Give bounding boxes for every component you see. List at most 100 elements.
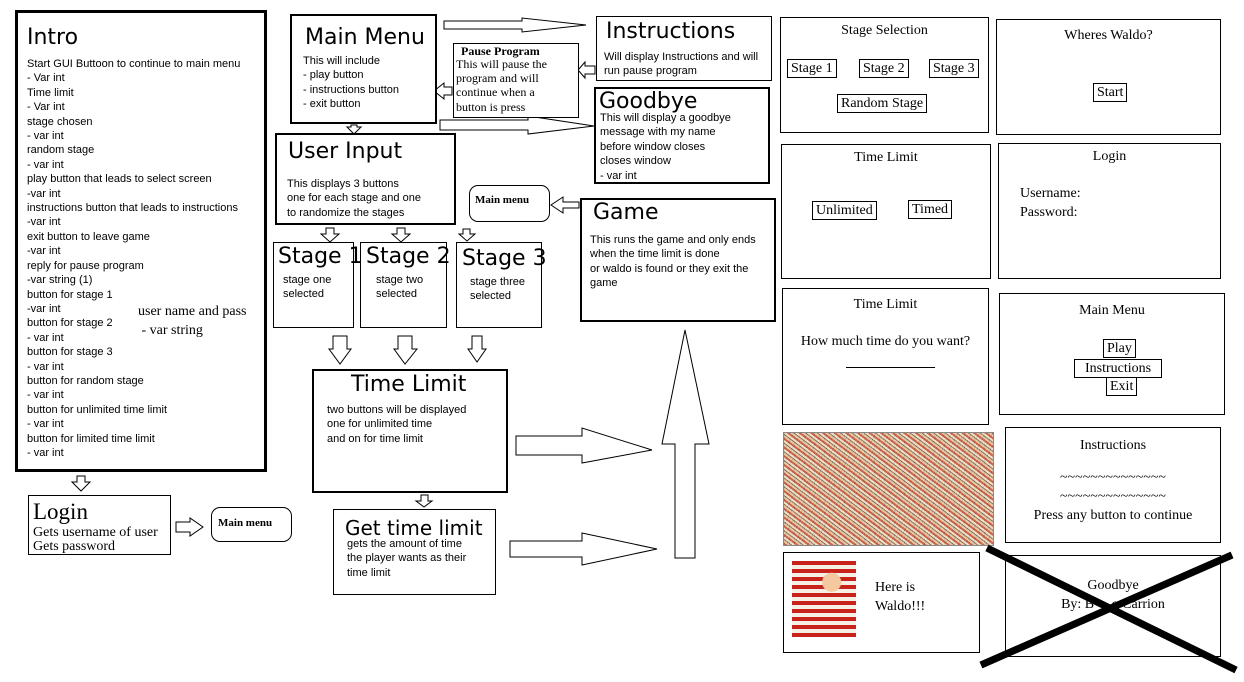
arrow-input-to-stage2 [390,227,412,243]
stage-2-body: stage two selected [376,274,424,301]
mock-unlimited-button[interactable]: Unlimited [812,201,877,220]
mock-timed-button[interactable]: Timed [908,200,953,219]
mock-start-button[interactable]: Start [1093,83,1128,102]
login-next-label: Main menu [218,517,273,529]
mock-title-screen: Wheres Waldo? Start [996,19,1221,135]
time-limit-title: Time Limit [351,372,467,397]
stage-1-title: Stage 1 [278,244,363,269]
stage-3-title: Stage 3 [462,246,547,271]
mock-found-waldo: Here is Waldo!!! [783,552,980,653]
game-menu-bubble-label: Main menu [475,194,530,206]
login-body: Gets username of user Gets password [33,525,158,554]
mock-instructions: Instructions ~~~~~~~~~~~~~~ ~~~~~~~~~~~~… [1005,427,1221,543]
waldo-scene-image [783,432,994,546]
time-limit-box: Time Limit two buttons will be displayed… [312,369,508,493]
mock-stage-1-button[interactable]: Stage 1 [787,59,837,78]
arrow-menu-to-input [345,124,363,135]
mock-password-label: Password: [1020,205,1078,220]
mock-found-waldo-text: Here is Waldo!!! [875,580,926,614]
user-input-box: User Input This displays 3 buttons one f… [275,133,456,225]
stage-1-body: stage one selected [283,274,332,301]
arrow-login-to-menu [175,517,204,537]
mock-instructions-title: Instructions [1079,438,1147,453]
mock-goodbye-byline: By: B o Carrion [1061,597,1165,612]
main-menu-box: Main Menu This will include - play butto… [290,14,437,124]
mock-stage-2-button[interactable]: Stage 2 [859,59,909,78]
mock-play-button[interactable]: Play [1103,339,1136,358]
mock-login-title: Login [1092,149,1127,164]
mock-time-question: Time Limit How much time do you want? [782,288,989,425]
login-box: Login Gets username of user Gets passwor… [28,495,171,555]
pause-box: Pause Program This will pause the progra… [453,43,579,118]
pause-body: This will pause the program and will con… [456,57,547,114]
instructions-body: Will display Instructions and will run p… [604,51,759,78]
intro-note: user name and pass - var string [138,304,247,338]
mock-exit-button[interactable]: Exit [1106,377,1138,396]
mock-stage-3-button[interactable]: Stage 3 [929,59,979,78]
arrow-stage1-to-time [328,335,352,365]
goodbye-box: Goodbye This will display a goodbye mess… [594,87,770,184]
mock-stage-selection: Stage Selection Stage 1 Stage 2 Stage 3 … [780,17,989,133]
arrow-menu-to-goodbye [439,115,595,135]
get-time-box: Get time limit gets the amount of time t… [333,509,496,595]
intro-box: Intro Start GUI Buttoon to continue to m… [15,10,267,472]
waldo-portrait-image [792,561,856,637]
arrow-gettime-to-game [509,532,658,566]
goodbye-title: Goodbye [599,89,698,114]
mock-instructions-tilde-2: ~~~~~~~~~~~~~~ [1059,489,1167,504]
mock-main-menu: Main Menu Play Instructions Exit [999,293,1225,415]
mock-goodbye-title: Goodbye [1087,578,1139,593]
arrow-input-to-stage1 [319,227,341,243]
game-box: Game This runs the game and only ends wh… [580,198,776,322]
game-body: This runs the game and only ends when th… [590,234,756,290]
stage-2-title: Stage 2 [366,244,451,269]
arrow-time-to-game [515,427,653,464]
mock-random-stage-button[interactable]: Random Stage [837,94,928,113]
mock-title-screen-title: Wheres Waldo? [1064,28,1153,43]
arrow-intro-to-login [70,475,92,492]
pause-title: Pause Program [461,44,540,58]
login-next-bubble: Main menu [211,507,292,542]
mock-time-input-line[interactable] [846,367,935,368]
game-menu-bubble: Main menu [469,185,550,222]
main-menu-title: Main Menu [305,25,425,50]
goodbye-body: This will display a goodbye message with… [600,112,731,182]
mock-username-label: Username: [1020,186,1081,201]
time-limit-body: two buttons will be displayed one for un… [327,404,467,445]
mock-instructions-tilde-1: ~~~~~~~~~~~~~~ [1059,470,1167,485]
intro-body: Start GUI Buttoon to continue to main me… [27,58,241,459]
intro-title: Intro [27,25,79,50]
get-time-title: Get time limit [345,516,483,540]
mock-time-limit: Time Limit Unlimited Timed [781,144,991,279]
arrow-instructions-to-pause [577,60,596,80]
mock-login: Login Username: Password: [998,143,1221,279]
arrow-pause-to-menu [433,81,453,101]
get-time-body: gets the amount of time the player wants… [347,538,467,579]
mock-stage-selection-title: Stage Selection [841,23,928,38]
user-input-title: User Input [288,139,403,164]
mock-time-question-title: Time Limit [853,297,918,312]
stage-2-box: Stage 2 stage two selected [360,242,451,328]
stage-3-box: Stage 3 stage three selected [456,242,547,328]
arrow-stage3-to-time [467,335,487,363]
arrow-up-to-game [661,329,710,559]
game-title: Game [593,200,659,225]
mock-time-question-text: How much time do you want? [800,334,971,349]
instructions-box: Instructions Will display Instructions a… [596,16,772,81]
stage-1-box: Stage 1 stage one selected [273,242,363,328]
arrow-stage2-to-time [393,335,419,365]
user-input-body: This displays 3 buttons one for each sta… [287,178,421,219]
arrow-game-to-menu [550,196,580,214]
mock-instructions-button[interactable]: Instructions [1074,359,1163,378]
mock-instructions-continue: Press any button to continue [1033,508,1193,523]
mock-main-menu-title: Main Menu [1079,303,1145,318]
arrow-menu-to-instructions [443,17,587,33]
arrow-time-to-gettime [414,494,434,508]
stage-3-body: stage three selected [470,276,526,303]
arrow-input-to-stage3 [457,228,477,242]
login-title: Login [33,499,88,524]
mock-goodbye: Goodbye By: B o Carrion [1005,555,1221,657]
mock-time-limit-title: Time Limit [854,150,918,165]
instructions-title: Instructions [606,19,736,44]
main-menu-body: This will include - play button - instru… [303,55,399,111]
